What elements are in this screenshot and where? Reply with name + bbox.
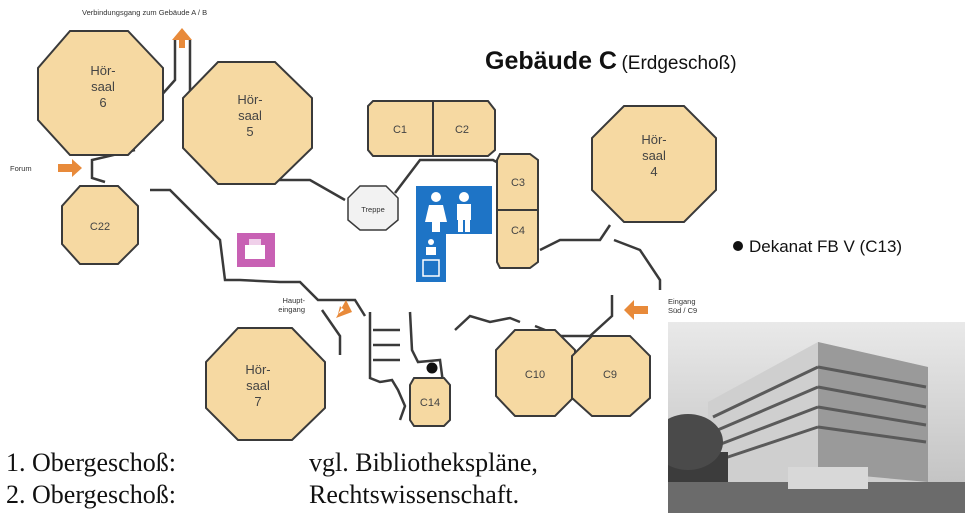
legend-text: Dekanat FB V (C13) xyxy=(749,237,903,256)
c1-label: C1 xyxy=(393,124,407,136)
corridor-walls xyxy=(90,40,662,421)
title-main: Gebäude C xyxy=(485,47,617,75)
map-title: Gebäude C (Erdgeschoß) xyxy=(485,47,737,76)
dekanat-marker xyxy=(426,362,438,374)
floor-row-2: 2. Obergeschoß: Rechtswissenschaft. xyxy=(6,479,538,511)
arrow-left-icon xyxy=(624,300,648,320)
lecture-hall-4[interactable] xyxy=(591,105,717,223)
lecture-hall-6[interactable] xyxy=(37,30,164,156)
hs4-line1: Hör- xyxy=(641,132,666,147)
sued-label-2: Süd / C9 xyxy=(668,306,697,315)
room-c4[interactable] xyxy=(496,209,539,269)
room-c14[interactable] xyxy=(409,377,451,427)
arrow-right-icon xyxy=(58,159,82,177)
hs5-line2: saal xyxy=(238,108,262,123)
hs7-line1: Hör- xyxy=(245,362,270,377)
c3-label: C3 xyxy=(511,177,525,189)
arrow-diagonal-icon xyxy=(336,300,352,318)
sued-label-1: Eingang xyxy=(668,297,696,306)
building-photo xyxy=(668,322,965,513)
c14-label: C14 xyxy=(420,397,440,409)
hs6-line1: Hör- xyxy=(90,63,115,78)
room-c2[interactable] xyxy=(432,100,496,157)
verbindung-label: Verbindungsgang zum Gebäude A / B xyxy=(82,8,207,17)
c9-label: C9 xyxy=(603,369,617,381)
floor-1-value: vgl. Bibliothekspläne, xyxy=(309,448,538,477)
arrow-up-icon xyxy=(172,28,192,48)
c22-label: C22 xyxy=(90,221,110,233)
floor-1-label: 1. Obergeschoß: xyxy=(6,448,176,477)
hs6-line2: saal xyxy=(91,79,115,94)
treppe-label: Treppe xyxy=(361,205,385,214)
hs4-line2: saal xyxy=(642,148,666,163)
hs7-line3: 7 xyxy=(254,394,261,409)
floor-notes: 1. Obergeschoß: vgl. Bibliothekspläne, 2.… xyxy=(6,447,538,511)
room-c10[interactable] xyxy=(495,329,576,417)
floor-row-1: 1. Obergeschoß: vgl. Bibliothekspläne, xyxy=(6,447,538,479)
dot-icon xyxy=(733,240,743,251)
hs5-line3: 5 xyxy=(246,124,253,139)
cafeteria-icon xyxy=(237,233,275,267)
legend-dekanat: Dekanat FB V (C13) xyxy=(733,237,902,257)
haupteingang-label-2: eingang xyxy=(278,305,305,314)
forum-label: Forum xyxy=(10,164,32,173)
haupteingang-label-1: Haupt- xyxy=(282,296,305,305)
room-c22[interactable] xyxy=(61,185,139,265)
floor-2-label: 2. Obergeschoß: xyxy=(6,480,176,509)
stairs-treppe[interactable] xyxy=(347,185,399,231)
hs5-line1: Hör- xyxy=(237,92,262,107)
hs6-line3: 6 xyxy=(99,95,106,110)
lecture-hall-7[interactable] xyxy=(205,327,326,441)
c4-label: C4 xyxy=(511,225,525,237)
hs7-line2: saal xyxy=(246,378,270,393)
floor-2-value: Rechtswissenschaft. xyxy=(309,480,520,509)
room-c9[interactable] xyxy=(571,335,651,417)
c2-label: C2 xyxy=(455,124,469,136)
restroom-icon xyxy=(416,186,492,282)
title-sub: (Erdgeschoß) xyxy=(621,53,737,74)
lecture-hall-5[interactable] xyxy=(182,61,313,185)
hs4-line3: 4 xyxy=(650,164,657,179)
c10-label: C10 xyxy=(525,369,545,381)
arrows xyxy=(58,28,648,320)
